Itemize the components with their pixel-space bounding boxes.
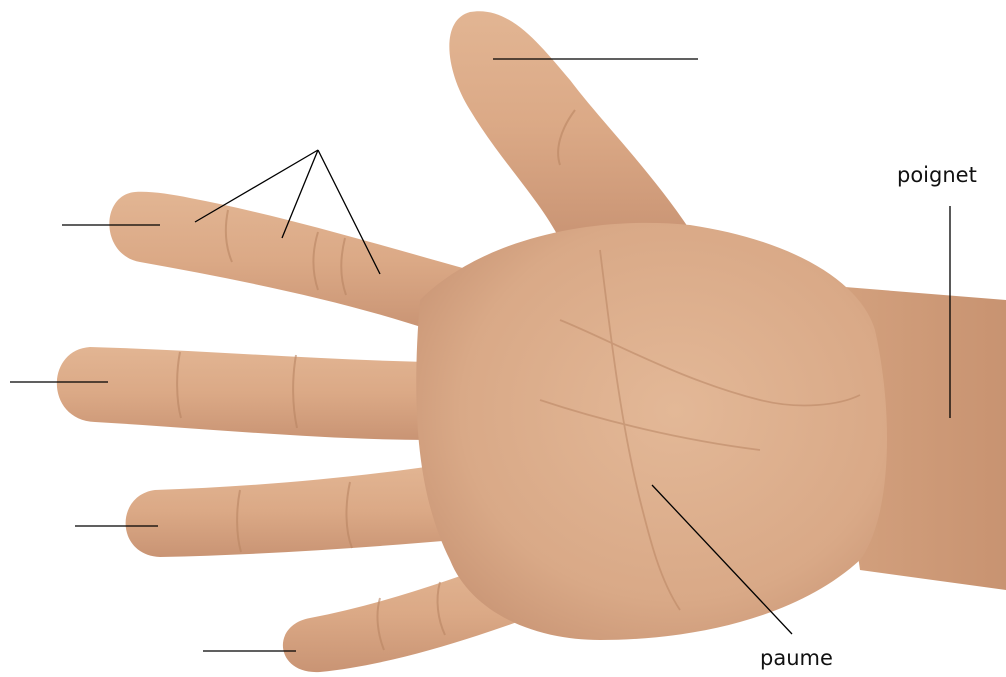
- middle-finger-shape: [57, 347, 430, 440]
- thumb-shape: [449, 11, 690, 240]
- index-finger-shape: [109, 192, 470, 330]
- palm-label: paume: [760, 648, 833, 669]
- wrist-label: poignet: [897, 165, 977, 186]
- phalanx-leader-line-1: [195, 150, 318, 222]
- ring-finger-shape: [126, 465, 455, 557]
